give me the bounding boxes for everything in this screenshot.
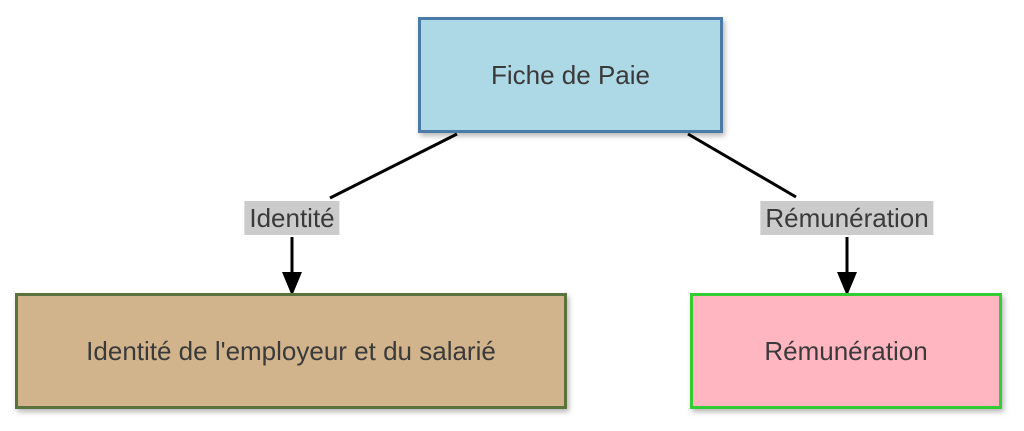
edge-label-remuneration-text: Rémunération [765, 203, 929, 233]
node-identite-employeur-salarie[interactable]: Identité de l'employeur et du salarié [15, 293, 567, 409]
node-fiche-de-paie[interactable]: Fiche de Paie [418, 17, 723, 133]
node-fiche-de-paie-label: Fiche de Paie [491, 59, 650, 90]
node-identite-employeur-salarie-label: Identité de l'employeur et du salarié [86, 335, 496, 366]
edge-label-identite-text: Identité [249, 203, 335, 233]
node-remuneration-label: Rémunération [764, 335, 928, 366]
edge-label-remuneration[interactable]: Rémunération [760, 201, 934, 235]
edge-line-root-to-remuneration [687, 132, 797, 199]
edge-label-identite[interactable]: Identité [244, 201, 340, 235]
edge-line-root-to-identity [329, 132, 458, 200]
node-remuneration[interactable]: Rémunération [690, 293, 1002, 409]
